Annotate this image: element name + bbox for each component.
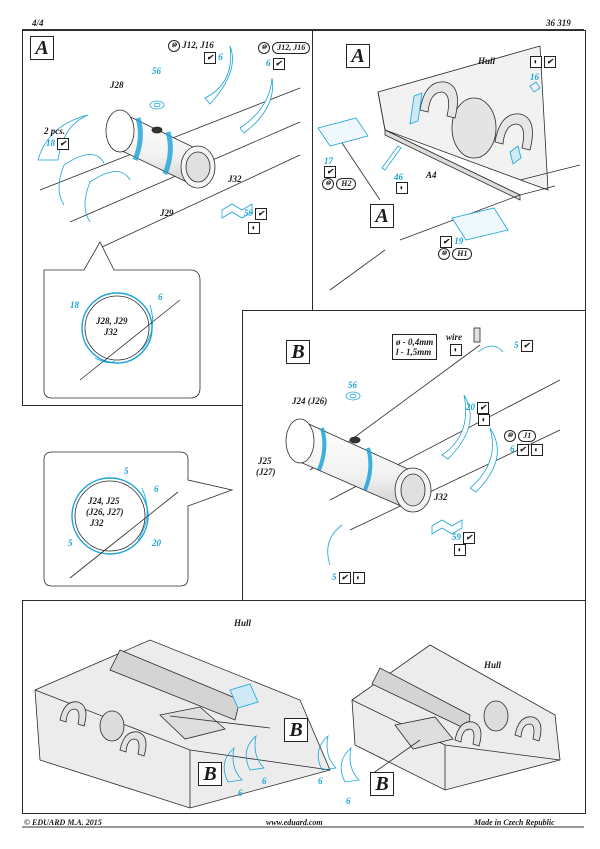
bottom-hull-drawings [34, 639, 561, 809]
hull-icons: ◐✔ [528, 56, 556, 68]
footer-website[interactable]: www.eduard.com [266, 818, 323, 827]
b-part-59-icon: ◐ [452, 544, 466, 556]
top-rule [22, 29, 584, 30]
section-b-label-bottom-1: B [284, 718, 308, 742]
paint-icon-59: ◐ [246, 222, 260, 234]
b-part-20: 20✔ [466, 402, 489, 414]
bottom-part-6a: 6 [238, 788, 243, 798]
part-18-label: 18✔ [46, 138, 69, 150]
footer-made-in: Made in Czech Republic [474, 818, 555, 827]
b-part-56: 56 [348, 380, 357, 390]
ref-j12-j16-left: ⑩ J12, J16 [168, 40, 214, 52]
ref-j12-j16-right: ⑩ J12, J16 [258, 42, 311, 55]
part-46-icon: ◐ [394, 182, 408, 194]
bottom-hull-label-2: Hull [484, 660, 502, 670]
cylinder-j28 [105, 109, 216, 189]
part-56-label: 56 [152, 66, 161, 76]
wire-spec-box: ø - 0,4mm l - 1,5mm [392, 334, 438, 360]
detail-b-text-3: J32 [90, 518, 104, 528]
part-59-label: 59✔ [244, 208, 267, 220]
bottom-part-6b: 6 [262, 776, 267, 786]
j25-label: J25 [258, 456, 272, 466]
bottom-hull-label-1: Hull [234, 618, 252, 628]
ref-h2: ⑩ H2 [322, 178, 357, 191]
section-a-label: A [30, 36, 54, 60]
detail-b-part-5b: 5 [68, 538, 73, 548]
section-a-label-hull-2: A [370, 204, 394, 228]
bottom-part-6c: 6 [318, 776, 323, 786]
b-part-59: 59✔ [452, 532, 475, 544]
section-a-label-hull: A [346, 44, 370, 68]
j32-label: J32 [228, 174, 242, 184]
detail-b-text-1: J24, J25 [88, 496, 120, 506]
b-part-20-icon: ◐ [476, 414, 490, 426]
b-j32-label: J32 [434, 492, 448, 502]
part-46-label: 46 [394, 172, 403, 182]
panel-a-drawing [37, 45, 301, 399]
detail-a-text-2: J32 [104, 327, 118, 337]
kit-number: 36 319 [546, 18, 571, 28]
detail-a-part-6: 6 [158, 292, 163, 302]
section-b-label-bottom-2: B [198, 762, 222, 786]
panel-b-drawing [43, 327, 561, 587]
footer-copyright: © EDUARD M.A. 2015 [24, 818, 102, 827]
j24-label: J24 (J26) [292, 396, 328, 406]
part-6-check-left: ✔ 6 [202, 52, 223, 64]
wire-icon: ◐ [448, 344, 462, 356]
cylinder-j24 [285, 418, 432, 513]
part-16-label: 16 [530, 72, 539, 82]
ref-j1: ⑩ J1 [504, 430, 537, 443]
j29-label: J29 [160, 208, 174, 218]
bottom-part-6d: 6 [346, 796, 351, 806]
section-b-label-bottom-3: B [370, 772, 394, 796]
b-part-5-bottom: 5✔◐ [332, 572, 365, 584]
detail-b-text-2: (J26, J27) [86, 507, 124, 517]
detail-b-part-20: 20 [152, 538, 161, 548]
two-pcs-label: 2 pcs. [44, 126, 65, 136]
part-17-check: ✔ [322, 166, 336, 178]
detail-b-part-5a: 5 [124, 466, 129, 476]
ref-h1: ⑩ H1 [438, 248, 473, 261]
section-b-label: B [286, 340, 310, 364]
panel-hull-drawing [317, 45, 581, 291]
part-19-label: ✔ 19 [438, 236, 463, 248]
detail-b-part-6: 6 [154, 484, 159, 494]
hull-label-top: Hull [478, 56, 496, 66]
wire-label: wire [446, 332, 463, 342]
part-6-right: 6✔ [266, 58, 285, 70]
a4-label: A4 [426, 170, 437, 180]
part-17-label: 17 [324, 156, 333, 166]
wire-diameter: ø - 0,4mm [396, 337, 434, 347]
b-part-6: 6✔◐ [510, 444, 543, 456]
wire-length: l - 1,5mm [396, 347, 432, 357]
b-part-5-top: 5✔ [514, 340, 533, 352]
detail-a-text-1: J28, J29 [96, 316, 128, 326]
j28-label: J28 [110, 80, 124, 90]
detail-a-part-18: 18 [70, 300, 79, 310]
page-number: 4/4 [32, 18, 44, 28]
j27-label: (J27) [256, 467, 276, 477]
